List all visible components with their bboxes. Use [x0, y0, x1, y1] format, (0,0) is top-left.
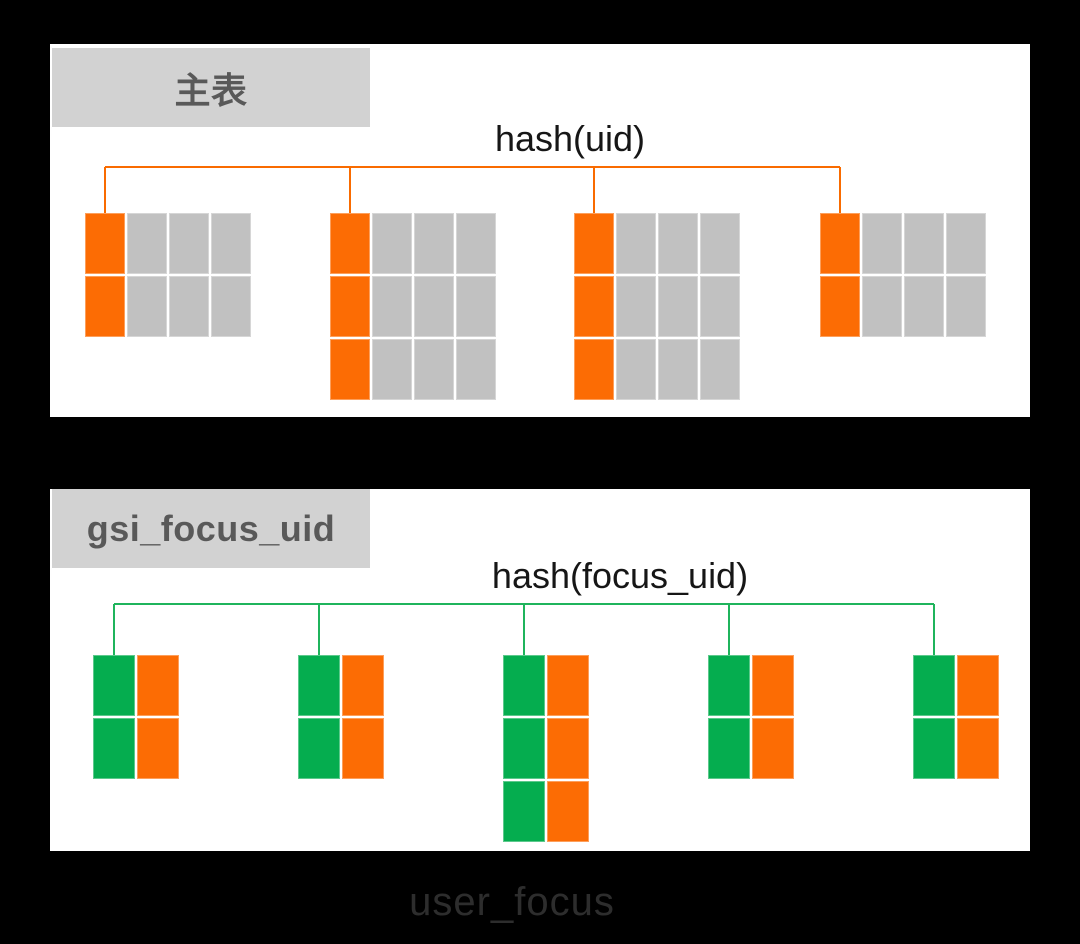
table-cell — [85, 213, 125, 274]
table-cell — [456, 339, 496, 400]
table-cell — [904, 276, 944, 337]
table-cell — [342, 718, 384, 779]
table-cell — [913, 718, 955, 779]
table-cell — [547, 718, 589, 779]
table-cell — [547, 655, 589, 716]
table-cell — [93, 655, 135, 716]
table-cell — [414, 213, 454, 274]
table-cell — [700, 276, 740, 337]
gsi-panel: gsi_focus_uid hash(focus_uid) — [50, 489, 1030, 851]
table-cell — [752, 718, 794, 779]
connector-stem — [593, 167, 595, 213]
table-cell — [456, 213, 496, 274]
connector-stem — [933, 604, 935, 655]
table-cell — [616, 276, 656, 337]
table-cell — [137, 655, 179, 716]
shard-group — [93, 655, 179, 779]
table-cell — [414, 276, 454, 337]
table-cell — [574, 213, 614, 274]
table-cell — [658, 339, 698, 400]
table-cell — [574, 276, 614, 337]
connector-stem — [104, 167, 106, 213]
connector-stem — [113, 604, 115, 655]
connector-stem — [839, 167, 841, 213]
table-cell — [85, 276, 125, 337]
gsi-title: gsi_focus_uid — [52, 489, 370, 568]
shard-group — [574, 213, 740, 400]
table-cell — [904, 213, 944, 274]
table-cell — [503, 781, 545, 842]
connector-stem — [728, 604, 730, 655]
table-cell — [503, 655, 545, 716]
table-cell — [342, 655, 384, 716]
table-cell — [616, 339, 656, 400]
table-cell — [616, 213, 656, 274]
table-cell — [957, 655, 999, 716]
table-cell — [547, 781, 589, 842]
table-cell — [298, 718, 340, 779]
table-cell — [330, 213, 370, 274]
table-cell — [211, 276, 251, 337]
table-cell — [127, 276, 167, 337]
table-cell — [946, 213, 986, 274]
table-cell — [372, 276, 412, 337]
table-cell — [93, 718, 135, 779]
table-cell — [330, 339, 370, 400]
shard-group — [820, 213, 986, 337]
table-cell — [372, 339, 412, 400]
table-cell — [700, 339, 740, 400]
connector-line — [105, 166, 840, 168]
shard-group — [913, 655, 999, 779]
hash-focus-uid-label: hash(focus_uid) — [491, 555, 749, 596]
table-cell — [330, 276, 370, 337]
shard-group — [85, 213, 251, 337]
table-cell — [211, 213, 251, 274]
connector-stem — [349, 167, 351, 213]
table-cell — [913, 655, 955, 716]
table-cell — [820, 276, 860, 337]
table-cell — [752, 655, 794, 716]
table-cell — [957, 718, 999, 779]
table-cell — [574, 339, 614, 400]
table-cell — [169, 213, 209, 274]
table-cell — [862, 213, 902, 274]
table-cell — [414, 339, 454, 400]
table-cell — [372, 213, 412, 274]
table-cell — [658, 276, 698, 337]
main-table-panel: 主表 hash(uid) — [50, 44, 1030, 417]
table-cell — [708, 718, 750, 779]
shard-group — [330, 213, 496, 400]
main-table-title: 主表 — [52, 48, 370, 127]
hash-uid-label: hash(uid) — [494, 118, 646, 159]
connector-stem — [523, 604, 525, 655]
table-cell — [658, 213, 698, 274]
table-cell — [946, 276, 986, 337]
table-cell — [169, 276, 209, 337]
table-cell — [708, 655, 750, 716]
table-cell — [820, 213, 860, 274]
shard-group — [503, 655, 589, 842]
shard-group — [298, 655, 384, 779]
table-cell — [503, 718, 545, 779]
table-cell — [137, 718, 179, 779]
table-cell — [127, 213, 167, 274]
table-cell — [298, 655, 340, 716]
table-cell — [456, 276, 496, 337]
table-cell — [700, 213, 740, 274]
connector-stem — [318, 604, 320, 655]
table-cell — [862, 276, 902, 337]
table-name-caption: user_focus — [409, 880, 615, 924]
shard-group — [708, 655, 794, 779]
